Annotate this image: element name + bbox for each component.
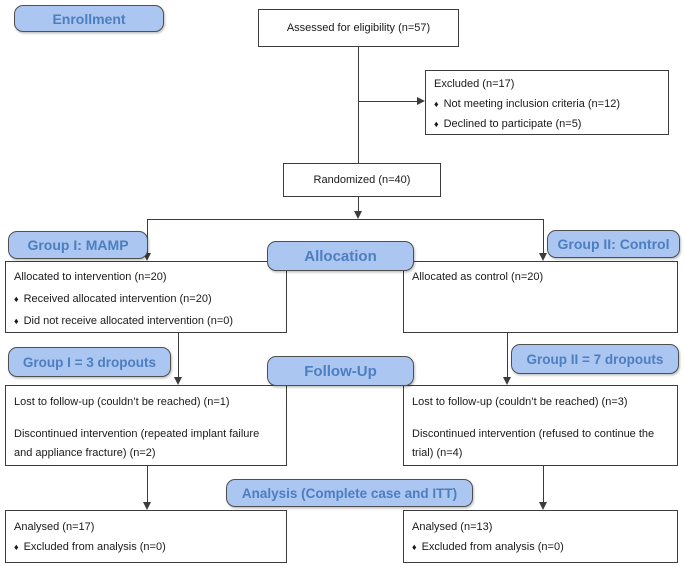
box-analysed-intervention: Analysed (n=17) ♦ Excluded from analysis… [5,510,287,563]
diamond-bullet-icon: ♦ [434,99,439,109]
excluded-bullet-1-text: Not meeting inclusion criteria (n=12) [443,98,620,110]
group-label-group2-dropouts: Group II = 7 dropouts [511,344,679,374]
followup-intervention-line-1: Lost to follow-up (couldn’t be reached) … [14,396,230,408]
stage-label-enrollment: Enrollment [14,5,164,32]
followup-intervention-line-2: Discontinued intervention (repeated impl… [14,428,260,459]
arrowhead-excluded [417,97,425,105]
stage-label-allocation: Allocation [267,241,414,271]
assessed-title: Assessed for eligibility (n=57) [286,22,431,34]
analysed-intervention-bullet-1-text: Excluded from analysis (n=0) [23,541,166,553]
box-randomized: Randomized (n=40) [283,163,441,197]
arrowhead-group1-allocation [143,253,151,261]
connector-group1-to-followup [178,333,180,378]
followup-control-line-2: Discontinued intervention (refused to co… [412,428,655,459]
allocated-intervention-bullet-1: ♦ Received allocated intervention (n=20) [14,290,278,308]
excluded-bullet-2-text: Declined to participate (n=5) [443,118,582,130]
allocated-intervention-bullet-2-text: Did not receive allocated intervention (… [23,315,234,327]
stage-label-followup: Follow-Up [267,356,414,386]
box-excluded: Excluded (n=17) ♦ Not meeting inclusion … [425,70,669,135]
split-line-allocation [148,219,543,221]
connector-to-excluded [358,101,418,103]
analysed-control-title: Analysed (n=13) [412,521,493,533]
connector-assessed-to-randomized [358,47,360,163]
followup-control-line-1: Lost to follow-up (couldn’t be reached) … [412,396,628,408]
allocated-intervention-title: Allocated to intervention (n=20) [14,271,167,283]
randomized-title: Randomized (n=40) [313,174,411,186]
excluded-title: Excluded (n=17) [434,78,515,90]
group-label-group1-dropouts: Group I = 3 dropouts [8,347,171,377]
arrowhead-split [354,211,362,219]
connector-group2-to-followup [507,333,509,378]
box-allocated-intervention: Allocated to intervention (n=20) ♦ Recei… [5,261,287,333]
connector-split-to-group2 [543,219,545,254]
excluded-bullet-1: ♦ Not meeting inclusion criteria (n=12) [434,95,660,113]
analysed-control-bullet-1: ♦ Excluded from analysis (n=0) [412,538,669,556]
analysed-control-bullet-1-text: Excluded from analysis (n=0) [421,541,564,553]
box-allocated-control: Allocated as control (n=20) [403,261,678,333]
arrowhead-group2-allocation [539,253,547,261]
allocated-intervention-bullet-2: ♦ Did not receive allocated intervention… [14,312,278,330]
analysed-intervention-bullet-1: ♦ Excluded from analysis (n=0) [14,538,278,556]
diamond-bullet-icon: ♦ [14,542,19,552]
box-followup-intervention: Lost to follow-up (couldn’t be reached) … [5,385,287,466]
stage-label-analysis: Analysis (Complete case and ITT) [226,479,473,507]
diamond-bullet-icon: ♦ [14,294,19,304]
box-analysed-control: Analysed (n=13) ♦ Excluded from analysis… [403,510,678,563]
group-label-group2: Group II: Control [547,230,680,258]
analysed-intervention-title: Analysed (n=17) [14,521,95,533]
connector-group1-to-analysis [147,466,149,503]
arrowhead-group2-followup [503,377,511,385]
box-assessed: Assessed for eligibility (n=57) [258,9,459,47]
arrowhead-group1-followup [174,377,182,385]
diamond-bullet-icon: ♦ [412,542,417,552]
arrowhead-group1-analysis [143,502,151,510]
diamond-bullet-icon: ♦ [434,119,439,129]
allocated-intervention-bullet-1-text: Received allocated intervention (n=20) [23,293,212,305]
excluded-bullet-2: ♦ Declined to participate (n=5) [434,115,660,133]
connector-randomized-to-split [358,197,360,212]
group-label-group1: Group I: MAMP [8,231,148,259]
connector-group2-to-analysis [543,466,545,503]
arrowhead-group2-analysis [539,502,547,510]
diamond-bullet-icon: ♦ [14,316,19,326]
allocated-control-title: Allocated as control (n=20) [412,271,544,283]
box-followup-control: Lost to follow-up (couldn’t be reached) … [403,385,678,466]
